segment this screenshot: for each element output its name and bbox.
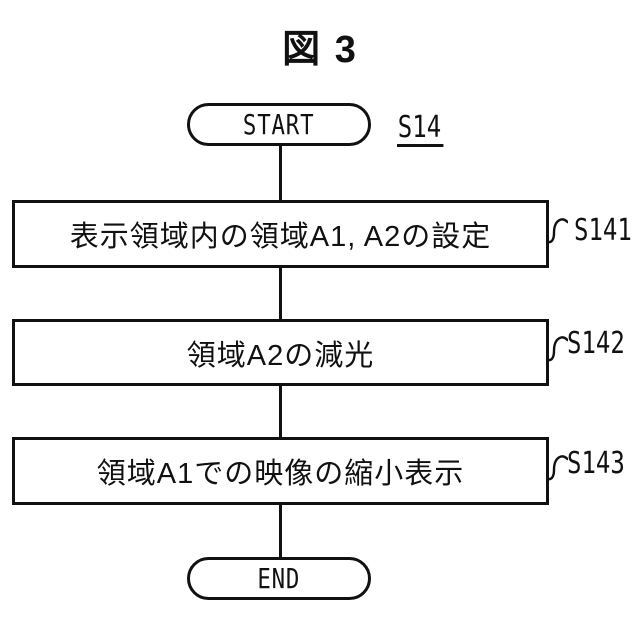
connector-start-to-step1 [279, 145, 282, 201]
process-label: 表示領域内の領域A1, A2の設定 [69, 221, 492, 253]
connector-step2-to-step3 [279, 385, 282, 438]
connector-step3-to-end [279, 504, 282, 558]
reference-leader-curve [546, 216, 568, 244]
process-label: 領域A1での映像の縮小表示 [96, 458, 465, 490]
start-terminator: START [187, 103, 371, 146]
end-terminator: END [187, 557, 371, 600]
process-box-s141: 表示領域内の領域A1, A2の設定 [12, 200, 549, 268]
end-label: END [257, 562, 301, 595]
step-ref-label-s143: S143 [567, 446, 625, 481]
process-box-s143: 領域A1での映像の縮小表示 [12, 437, 549, 505]
start-label: START [243, 108, 315, 141]
process-label: 領域A2の減光 [186, 339, 375, 372]
reference-leader-curve [546, 334, 568, 362]
figure-title: 図 3 [282, 29, 358, 71]
connector-step1-to-step2 [279, 267, 282, 320]
process-box-s142: 領域A2の減光 [12, 319, 549, 386]
procedure-ref-label: S14 [397, 113, 444, 147]
step-ref-label-s141: S141 [574, 213, 632, 248]
step-ref-label-s142: S142 [567, 326, 625, 361]
reference-leader-curve [546, 453, 568, 481]
